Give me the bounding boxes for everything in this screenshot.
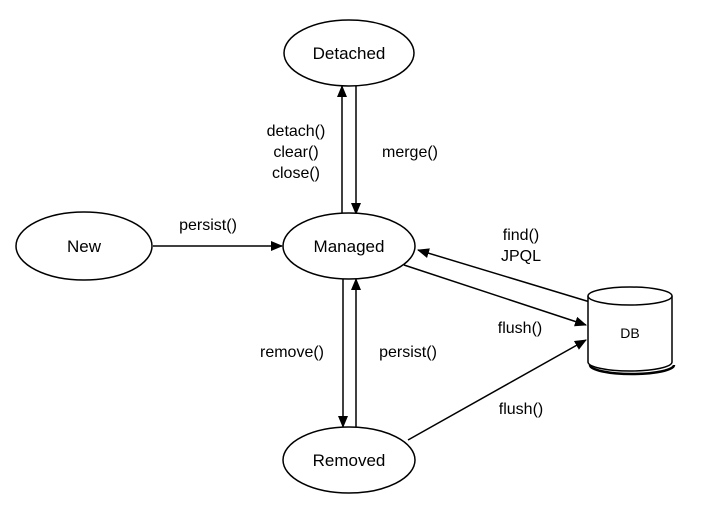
removed-label: Removed	[313, 451, 386, 470]
detached-label: Detached	[313, 44, 386, 63]
detach-label: detach()	[267, 123, 326, 140]
persist-new-label: persist()	[179, 217, 237, 234]
detached-ellipse	[283, 19, 415, 87]
jpql-label: JPQL	[501, 248, 541, 265]
db-cylinder-shadow	[588, 364, 676, 376]
node-new: New	[15, 211, 153, 281]
edge-find	[417, 248, 591, 303]
edge-labels: detach() clear() close() merge() persist…	[179, 123, 543, 418]
new-ellipse	[15, 211, 153, 281]
managed-ellipse	[282, 212, 416, 280]
edge-flush-removed	[407, 339, 587, 441]
edge-flush-managed	[403, 264, 587, 327]
flush-removed-label: flush()	[499, 401, 543, 418]
db-cylinder-top	[587, 286, 673, 306]
removed-ellipse	[282, 426, 416, 494]
find-label: find()	[503, 227, 539, 244]
new-label: New	[67, 237, 102, 256]
db-label: DB	[620, 325, 639, 341]
node-db: DB	[587, 286, 676, 376]
flush-managed-label: flush()	[498, 320, 542, 337]
managed-label: Managed	[314, 237, 385, 256]
edges	[153, 85, 591, 441]
remove-label: remove()	[260, 344, 324, 361]
merge-label: merge()	[382, 144, 438, 161]
node-managed: Managed	[282, 212, 416, 280]
persist-removed-label: persist()	[379, 344, 437, 361]
clear-label: clear()	[273, 144, 318, 161]
node-detached: Detached	[283, 19, 415, 87]
close-label: close()	[272, 165, 320, 182]
node-removed: Removed	[282, 426, 416, 494]
